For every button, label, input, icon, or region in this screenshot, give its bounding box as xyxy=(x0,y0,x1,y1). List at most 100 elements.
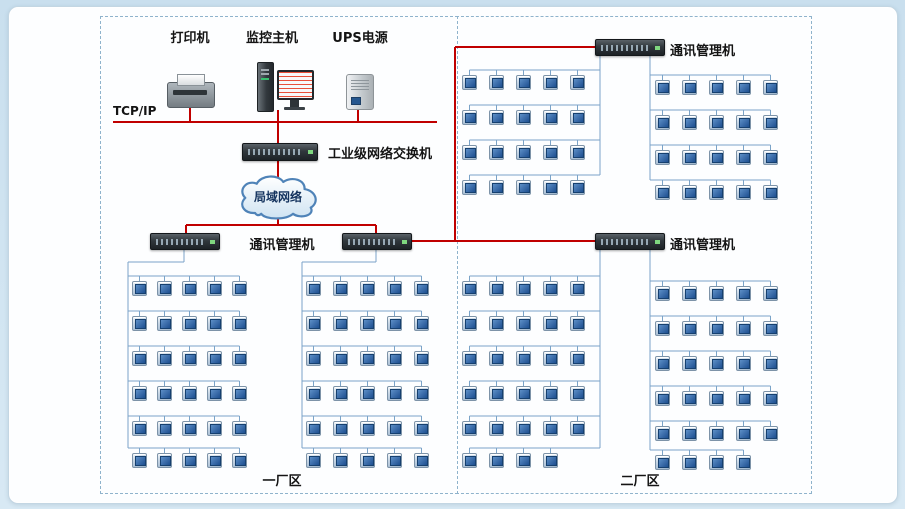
device-meter-screen xyxy=(185,456,196,466)
device-meter-screen xyxy=(390,424,401,434)
device-meter-screen xyxy=(492,284,503,294)
device-meter-screen xyxy=(309,284,320,294)
device-meter-screen xyxy=(492,183,503,193)
device-meter-icon xyxy=(132,316,147,331)
monitor-screen-icon xyxy=(277,70,314,110)
device-meter-icon xyxy=(489,75,504,90)
device-meter-screen xyxy=(309,456,320,466)
device-meter-icon xyxy=(709,426,724,441)
device-meter-icon xyxy=(182,386,197,401)
device-meter-icon xyxy=(763,426,778,441)
device-meter-icon xyxy=(306,316,321,331)
device-meter-icon xyxy=(763,321,778,336)
device-meter-screen xyxy=(160,389,171,399)
device-meter-screen xyxy=(712,118,723,128)
device-meter-icon xyxy=(207,351,222,366)
device-meter-screen xyxy=(712,394,723,404)
comm-manager-mid-right-label: 通讯管理机 xyxy=(670,238,736,253)
printer-label: 打印机 xyxy=(170,31,210,46)
device-meter-screen xyxy=(573,148,584,158)
device-meter-screen xyxy=(135,389,146,399)
device-meter-icon xyxy=(570,180,585,195)
device-meter-screen xyxy=(363,354,374,364)
device-meter-screen xyxy=(658,289,669,299)
device-meter-screen xyxy=(519,113,530,123)
device-meter-screen xyxy=(336,319,347,329)
device-meter-screen xyxy=(390,456,401,466)
device-meter-screen xyxy=(546,113,557,123)
device-meter-icon xyxy=(543,351,558,366)
device-meter-icon xyxy=(709,80,724,95)
device-meter-screen xyxy=(685,153,696,163)
device-meter-screen xyxy=(739,394,750,404)
device-meter-icon xyxy=(182,281,197,296)
device-meter-icon xyxy=(682,80,697,95)
device-meter-screen xyxy=(546,78,557,88)
device-meter-screen xyxy=(685,359,696,369)
monitor-host-label: 监控主机 xyxy=(245,31,298,46)
device-meter-screen xyxy=(160,284,171,294)
device-meter-icon xyxy=(570,75,585,90)
device-meter-screen xyxy=(210,284,221,294)
device-meter-icon xyxy=(360,386,375,401)
device-meter-screen xyxy=(160,456,171,466)
device-meter-icon xyxy=(709,455,724,470)
device-meter-icon xyxy=(462,110,477,125)
device-meter-screen xyxy=(492,319,503,329)
device-meter-icon xyxy=(306,351,321,366)
device-meter-screen xyxy=(546,284,557,294)
device-meter-screen xyxy=(135,319,146,329)
comm-manager-left-label: 通讯管理机 xyxy=(249,238,315,253)
device-meter-screen xyxy=(739,429,750,439)
tcpip-label: TCP/IP xyxy=(113,104,157,118)
device-meter-icon xyxy=(516,75,531,90)
device-meter-screen xyxy=(739,359,750,369)
device-meter-icon xyxy=(655,286,670,301)
device-meter-screen xyxy=(712,458,723,468)
device-meter-screen xyxy=(685,458,696,468)
device-meter-screen xyxy=(546,183,557,193)
device-meter-screen xyxy=(492,456,503,466)
device-meter-icon xyxy=(387,281,402,296)
device-meter-screen xyxy=(766,153,777,163)
device-meter-screen xyxy=(658,83,669,93)
zone-factory-1 xyxy=(100,16,458,494)
device-meter-icon xyxy=(543,453,558,468)
device-meter-icon xyxy=(543,145,558,160)
device-meter-icon xyxy=(763,391,778,406)
device-meter-screen xyxy=(546,148,557,158)
device-meter-screen xyxy=(210,389,221,399)
device-meter-icon xyxy=(516,453,531,468)
device-meter-screen xyxy=(363,456,374,466)
device-meter-icon xyxy=(306,281,321,296)
device-meter-icon xyxy=(182,316,197,331)
device-meter-icon xyxy=(543,110,558,125)
device-meter-icon xyxy=(516,421,531,436)
device-meter-screen xyxy=(492,424,503,434)
device-meter-icon xyxy=(333,421,348,436)
device-meter-icon xyxy=(570,421,585,436)
device-meter-screen xyxy=(185,319,196,329)
device-meter-screen xyxy=(685,118,696,128)
device-meter-screen xyxy=(712,153,723,163)
device-meter-icon xyxy=(682,115,697,130)
device-meter-screen xyxy=(336,284,347,294)
device-meter-screen xyxy=(573,78,584,88)
device-meter-screen xyxy=(766,289,777,299)
device-meter-screen xyxy=(336,424,347,434)
device-meter-icon xyxy=(306,386,321,401)
device-meter-screen xyxy=(573,389,584,399)
device-meter-screen xyxy=(712,324,723,334)
device-meter-icon xyxy=(570,351,585,366)
device-meter-screen xyxy=(685,188,696,198)
device-meter-icon xyxy=(387,386,402,401)
device-meter-icon xyxy=(682,391,697,406)
comm-manager-mid-right-icon xyxy=(595,233,665,250)
device-meter-screen xyxy=(519,319,530,329)
device-meter-icon xyxy=(543,75,558,90)
monitor-display xyxy=(279,72,312,98)
device-meter-screen xyxy=(739,458,750,468)
device-meter-icon xyxy=(543,316,558,331)
device-meter-icon xyxy=(763,286,778,301)
